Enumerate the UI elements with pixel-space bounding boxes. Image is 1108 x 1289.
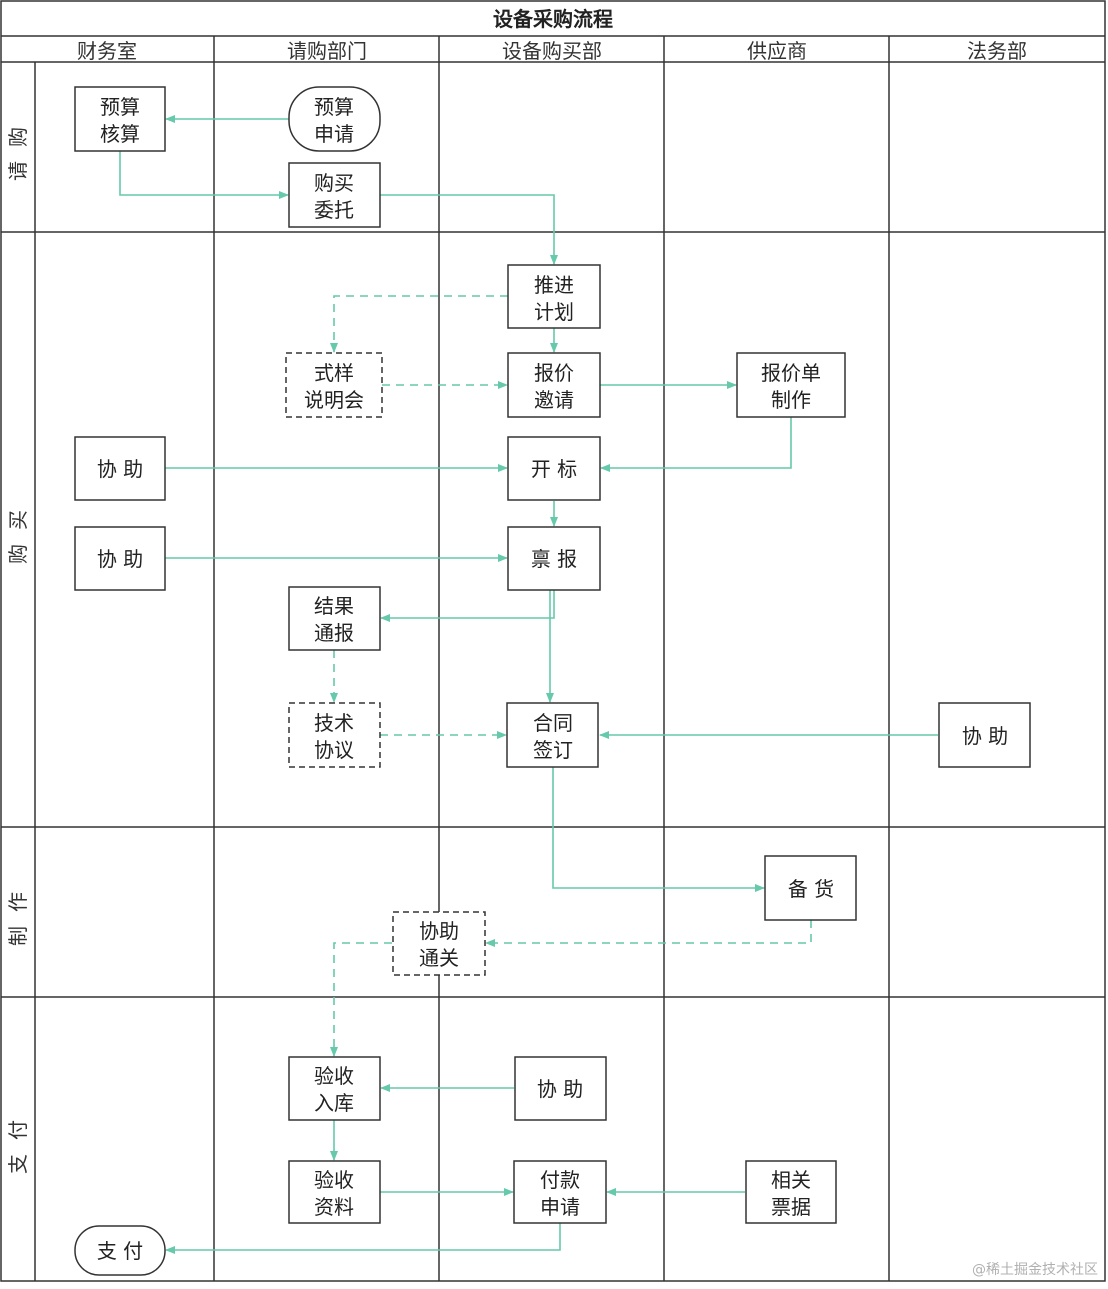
node-payment-request: 付款 申请 (513, 1160, 607, 1224)
arrow-entrust-to-plan (380, 194, 558, 265)
node-accept-storage-line1: 验收 (314, 1064, 354, 1088)
node-accept-docs-line1: 验收 (314, 1168, 354, 1192)
node-quote-make-line1: 报价单 (761, 361, 821, 385)
arrow-check-to-entrust (119, 151, 289, 199)
phase-label-purchase-text: 购买 (6, 496, 30, 564)
node-budget-request-line1: 预算 (314, 95, 354, 119)
phase-label-request: 请购 (6, 113, 30, 181)
node-bid-open: 开 标 (507, 436, 601, 501)
lane-header-legal: 法务部 (967, 39, 1027, 63)
node-payment-request-line2: 申请 (540, 1195, 580, 1219)
phase-label-payment: 支付 (6, 1106, 30, 1174)
lane-header-finance: 财务室 (77, 39, 137, 63)
diagram-title: 设备采购流程 (493, 7, 613, 31)
node-contract-sign: 合同 签订 (506, 702, 599, 768)
node-customs-assist-line2: 通关 (419, 946, 459, 970)
node-finance-assist-2: 协 助 (74, 526, 166, 591)
node-budget-check-line2: 核算 (100, 122, 140, 146)
node-push-plan-line1: 推进 (534, 273, 574, 297)
node-finance-assist-1: 协 助 (74, 436, 166, 501)
node-accept-docs: 验收 资料 (288, 1160, 381, 1224)
lane-header-purchasing-dept: 设备购买部 (502, 39, 602, 63)
node-legal-assist: 协 助 (938, 702, 1031, 768)
arrow-stock-to-customs (485, 920, 812, 947)
node-spec-meeting-line2: 说明会 (304, 388, 364, 412)
node-quote-make: 报价单 制作 (736, 352, 846, 418)
connectors (119, 115, 938, 1254)
node-legal-assist-text: 协 助 (962, 724, 1008, 748)
arrow-payment-request-to-pay (165, 1223, 561, 1254)
node-customs-assist-line1: 协助 (419, 919, 459, 943)
phase-label-manufacture-text: 制作 (6, 878, 30, 946)
node-purchase-entrust-line1: 购买 (314, 171, 354, 195)
watermark: @稀土掘金技术社区 (972, 1262, 1098, 1278)
node-pay-text: 支 付 (97, 1239, 143, 1263)
phase-label-manufacture: 制作 (6, 878, 30, 946)
node-accept-storage-line2: 入库 (314, 1091, 354, 1115)
node-purchase-entrust-line2: 委托 (314, 198, 354, 222)
node-finance-assist-1-text: 协 助 (97, 457, 143, 481)
node-invoices-line1: 相关 (771, 1168, 811, 1192)
node-quote-make-line2: 制作 (771, 388, 811, 412)
node-tech-agreement: 技术 协议 (288, 702, 381, 768)
node-purchase-assist-text: 协 助 (537, 1077, 583, 1101)
node-finance-assist-2-text: 协 助 (97, 547, 143, 571)
node-budget-check-line1: 预算 (100, 95, 140, 119)
node-customs-assist: 协助 通关 (392, 911, 486, 976)
node-report-text: 禀 报 (531, 547, 577, 571)
node-purchase-assist: 协 助 (514, 1056, 607, 1121)
node-tech-agreement-line2: 协议 (314, 738, 354, 762)
phase-label-request-text: 请购 (6, 113, 30, 181)
phase-label-purchase: 购买 (6, 496, 30, 564)
node-result-notify-line2: 通报 (314, 621, 354, 645)
arrow-contract-to-stock (552, 767, 765, 892)
node-push-plan: 推进 计划 (507, 264, 601, 329)
node-budget-request: 预算 申请 (288, 86, 381, 152)
node-push-plan-line2: 计划 (534, 300, 574, 324)
node-quote-invite-line2: 邀请 (534, 388, 574, 412)
node-bid-open-text: 开 标 (531, 457, 577, 481)
node-quote-invite-line1: 报价 (534, 361, 574, 385)
node-report: 禀 报 (507, 526, 601, 591)
node-budget-request-line2: 申请 (314, 122, 354, 146)
node-stock-prep-text: 备 货 (788, 877, 834, 901)
arrow-quote-make-to-bid-open (600, 417, 792, 472)
node-pay: 支 付 (74, 1225, 166, 1276)
phase-label-payment-text: 支付 (6, 1106, 30, 1174)
node-stock-prep: 备 货 (764, 855, 857, 921)
nodes: 预算 核算 预算 申请 购买 委托 推进 计划 式样 说明会 报价 邀请 (74, 86, 1031, 1276)
node-purchase-entrust: 购买 委托 (288, 162, 381, 228)
node-contract-sign-line2: 签订 (533, 738, 573, 762)
node-quote-invite: 报价 邀请 (507, 352, 601, 418)
lane-header-requesting-dept: 请购部门 (287, 39, 367, 63)
node-invoices: 相关 票据 (745, 1160, 837, 1224)
node-budget-check: 预算 核算 (74, 86, 166, 152)
node-spec-meeting: 式样 说明会 (285, 352, 383, 418)
node-result-notify: 结果 通报 (288, 586, 381, 651)
node-spec-meeting-line1: 式样 (314, 361, 354, 385)
lane-header-supplier: 供应商 (747, 39, 807, 63)
node-accept-storage: 验收 入库 (288, 1056, 381, 1121)
node-accept-docs-line2: 资料 (314, 1195, 354, 1219)
node-invoices-line2: 票据 (771, 1195, 811, 1219)
arrow-plan-to-spec-meeting (330, 295, 508, 353)
node-result-notify-line1: 结果 (314, 594, 354, 618)
arrow-report-to-result-notify (380, 590, 555, 622)
node-payment-request-line1: 付款 (540, 1168, 580, 1192)
arrow-customs-to-accept-storage (330, 942, 392, 1057)
node-tech-agreement-line1: 技术 (314, 711, 354, 735)
node-contract-sign-line1: 合同 (533, 711, 573, 735)
